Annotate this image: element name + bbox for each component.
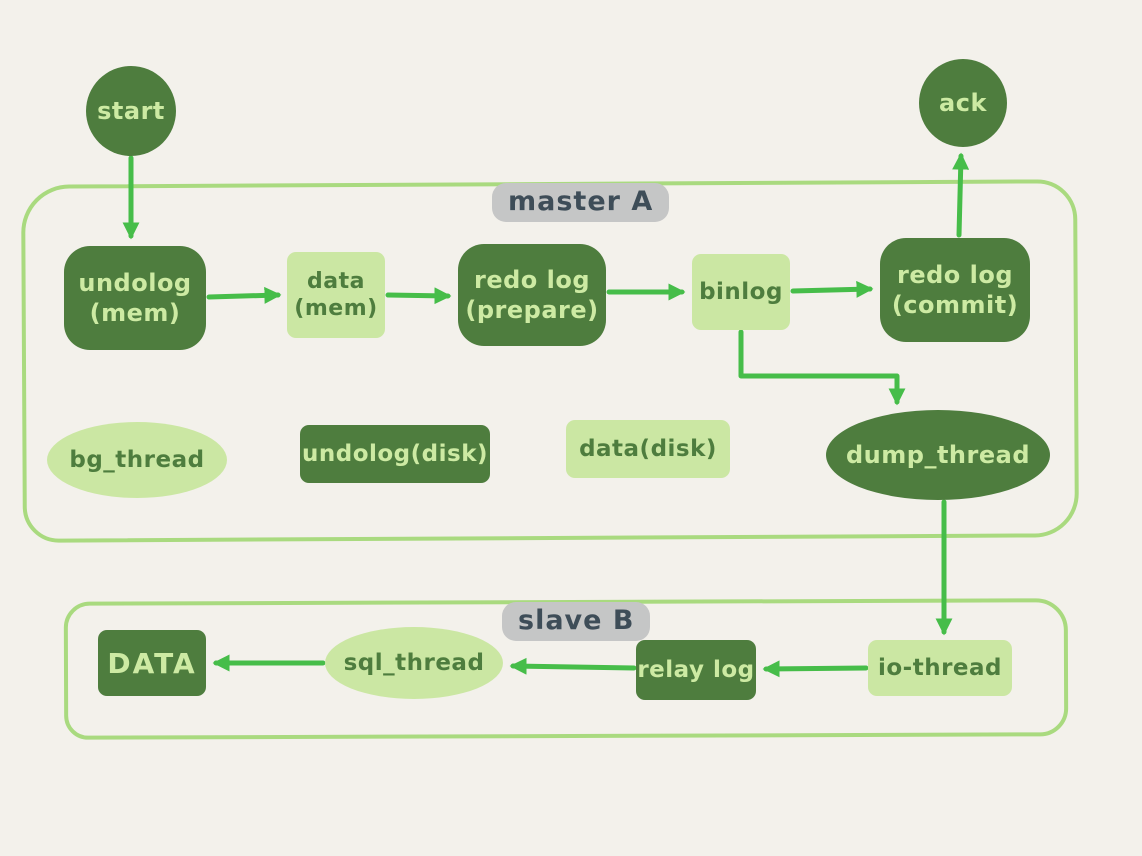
data-mem-node: data (mem) (287, 252, 385, 338)
data-disk-node: data(disk) (566, 420, 730, 478)
ack-node: ack (919, 59, 1007, 147)
start-node: start (86, 66, 176, 156)
redolog-prepare-node: redo log (prepare) (458, 244, 606, 346)
dump-thread-node: dump_thread (826, 410, 1050, 500)
data-node: DATA (98, 630, 206, 696)
redolog-commit-node: redo log (commit) (880, 238, 1030, 342)
master-a-label: master A (492, 183, 670, 222)
undolog-disk-node: undolog(disk) (300, 425, 490, 483)
sql-thread-node: sql_thread (325, 627, 503, 699)
relay-log-node: relay log (636, 640, 756, 700)
binlog-node: binlog (692, 254, 790, 330)
bg-thread-node: bg_thread (47, 422, 227, 498)
undolog-mem-node: undolog (mem) (64, 246, 206, 350)
slave-b-label: slave B (502, 602, 651, 641)
io-thread-node: io-thread (868, 640, 1012, 696)
